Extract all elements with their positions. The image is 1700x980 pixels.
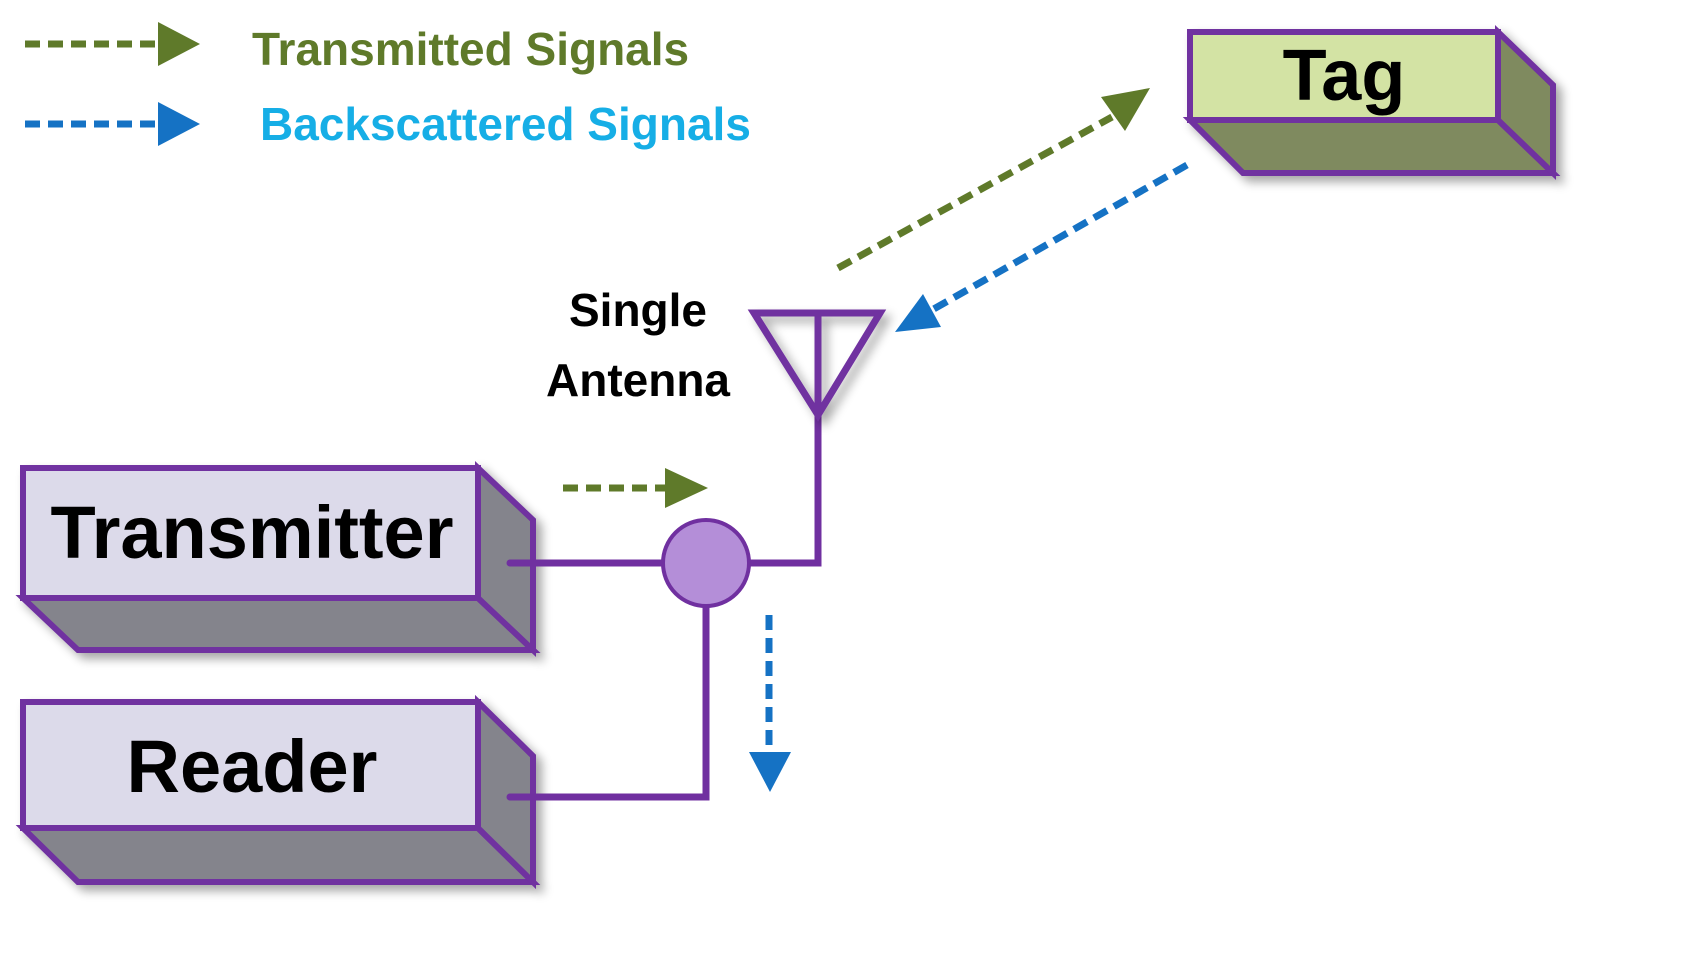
reader-label: Reader — [127, 725, 378, 808]
antenna-label-line2: Antenna — [546, 354, 730, 406]
backscattered-arrow-to-antenna — [895, 161, 1189, 332]
reader-front-face — [20, 699, 481, 831]
wiring — [506, 411, 822, 801]
circulator-node — [661, 518, 751, 608]
reader-bottom-face — [15, 825, 541, 885]
backscattered-arrow-to-reader — [749, 615, 791, 792]
reader-box — [15, 694, 541, 890]
transmitted-arrow-to-circulator — [563, 468, 708, 508]
transmitted-arrow-to-tag — [836, 88, 1150, 272]
legend-backscattered-label: Backscattered Signals — [260, 98, 751, 150]
transmitter-front-face — [20, 465, 481, 601]
transmitter-bottom-face — [15, 595, 541, 653]
transmitter-label: Transmitter — [50, 491, 453, 574]
wire-circulator-reader — [506, 601, 710, 801]
tag-bottom-face — [1182, 117, 1561, 176]
legend-transmitted-arrow — [25, 22, 200, 66]
transmitter-box — [15, 461, 541, 657]
wire-circulator-antenna — [744, 411, 822, 567]
antenna-label-line1: Single — [569, 284, 707, 336]
tag-box — [1182, 24, 1561, 181]
antenna-icon — [747, 309, 887, 422]
legend: Transmitted Signals Backscattered Signal… — [25, 22, 751, 150]
legend-backscattered-arrow — [25, 102, 200, 146]
tag-front-face — [1187, 29, 1501, 123]
legend-transmitted-label: Transmitted Signals — [252, 23, 689, 75]
tag-label: Tag — [1283, 36, 1406, 116]
